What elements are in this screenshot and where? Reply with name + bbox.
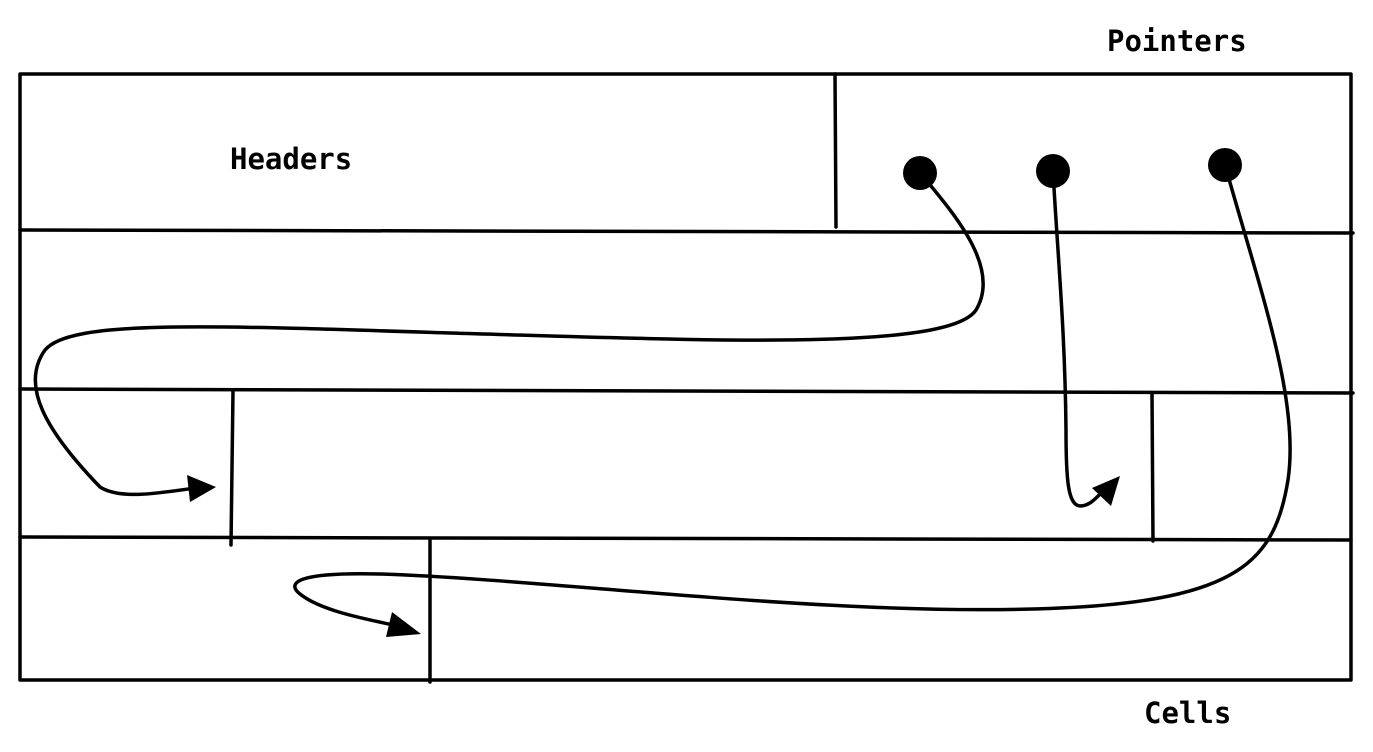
pointers-label: Pointers bbox=[1107, 24, 1247, 58]
row-separator-1 bbox=[18, 228, 1355, 235]
cell-divider-right bbox=[1150, 392, 1155, 543]
pointer-1-arrowhead bbox=[187, 475, 216, 502]
row-separator-3 bbox=[18, 535, 1353, 542]
pointer-3-arrow-line bbox=[293, 163, 1292, 628]
row-separator-2 bbox=[18, 387, 1355, 395]
pointer-1-arrow-line bbox=[33, 171, 985, 497]
cell-divider-left bbox=[229, 389, 235, 547]
pointer-2-arrowhead bbox=[1092, 476, 1120, 506]
header-pointer-divider bbox=[833, 72, 838, 229]
pointer-2-arrow-line bbox=[1051, 169, 1106, 508]
cells-label: Cells bbox=[1144, 696, 1231, 730]
page-outline bbox=[18, 72, 1353, 682]
headers-label: Headers bbox=[230, 142, 352, 176]
pointer-3-arrowhead bbox=[386, 612, 421, 637]
